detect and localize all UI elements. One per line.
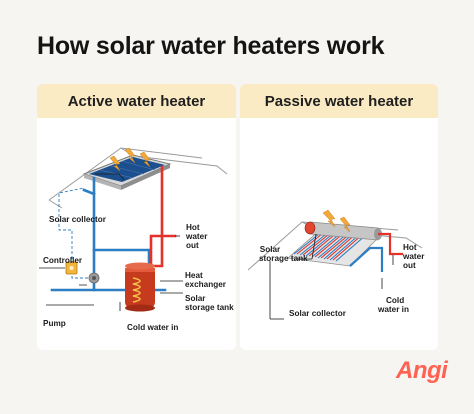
cold-pipe-pump bbox=[92, 248, 151, 270]
page-title: How solar water heaters work bbox=[37, 32, 385, 60]
label-solar-storage-2: storage tank bbox=[185, 303, 234, 312]
leader-lines bbox=[39, 173, 183, 311]
label-cold-water-1: Cold bbox=[386, 296, 404, 305]
passive-heater-diagram: Solar storage tank Hot water out Solar c… bbox=[247, 209, 425, 320]
pump-icon bbox=[88, 272, 100, 284]
label-hot-water-2: water bbox=[185, 232, 208, 241]
cold-water-inlet-pipe bbox=[349, 246, 384, 272]
label-solar-storage-1: Solar bbox=[260, 245, 281, 254]
label-pump: Pump bbox=[43, 319, 66, 328]
label-hot-water-1: Hot bbox=[403, 243, 417, 252]
hot-water-out-pipe bbox=[149, 234, 177, 270]
label-hot-water-3: out bbox=[186, 241, 199, 250]
sun-arrow-icon bbox=[322, 209, 351, 233]
leader-lines bbox=[269, 233, 394, 320]
label-heat-exchanger-2: exchanger bbox=[185, 280, 227, 289]
controller-wiring bbox=[58, 187, 95, 279]
label-solar-collector: Solar collector bbox=[49, 215, 107, 224]
label-hot-water-3: out bbox=[403, 261, 416, 270]
label-controller: Controller bbox=[43, 256, 83, 265]
hot-pipe-from-panel bbox=[143, 165, 164, 280]
sun-arrow-icon bbox=[109, 147, 151, 172]
label-hot-water-1: Hot bbox=[186, 223, 200, 232]
passive-heater-card: Passive water heater bbox=[240, 84, 438, 350]
controller-icon bbox=[65, 261, 78, 275]
label-solar-storage-2: storage tank bbox=[259, 254, 308, 263]
heat-exchanger-coil bbox=[132, 277, 141, 303]
hot-water-out-pipe bbox=[378, 232, 403, 256]
label-hot-water-2: water bbox=[402, 252, 425, 261]
active-heater-diagram: Solar collector Hot water out Controller… bbox=[39, 147, 234, 332]
label-heat-exchanger-1: Heat bbox=[185, 271, 203, 280]
label-solar-storage-1: Solar bbox=[185, 294, 206, 303]
label-cold-water-in: Cold water in bbox=[127, 323, 178, 332]
active-heater-heading: Active water heater bbox=[37, 84, 236, 118]
cold-pipe-to-panel bbox=[82, 188, 96, 196]
solar-collector-panel bbox=[82, 154, 172, 190]
passive-heater-heading: Passive water heater bbox=[240, 84, 438, 118]
label-solar-collector: Solar collector bbox=[289, 309, 347, 318]
label-cold-water-2: water in bbox=[377, 305, 409, 314]
active-heater-card: Active water heater bbox=[37, 84, 236, 350]
solar-storage-tank-icon bbox=[304, 221, 382, 241]
brand-logo: Angi bbox=[396, 357, 448, 384]
pipe-network bbox=[349, 232, 403, 272]
